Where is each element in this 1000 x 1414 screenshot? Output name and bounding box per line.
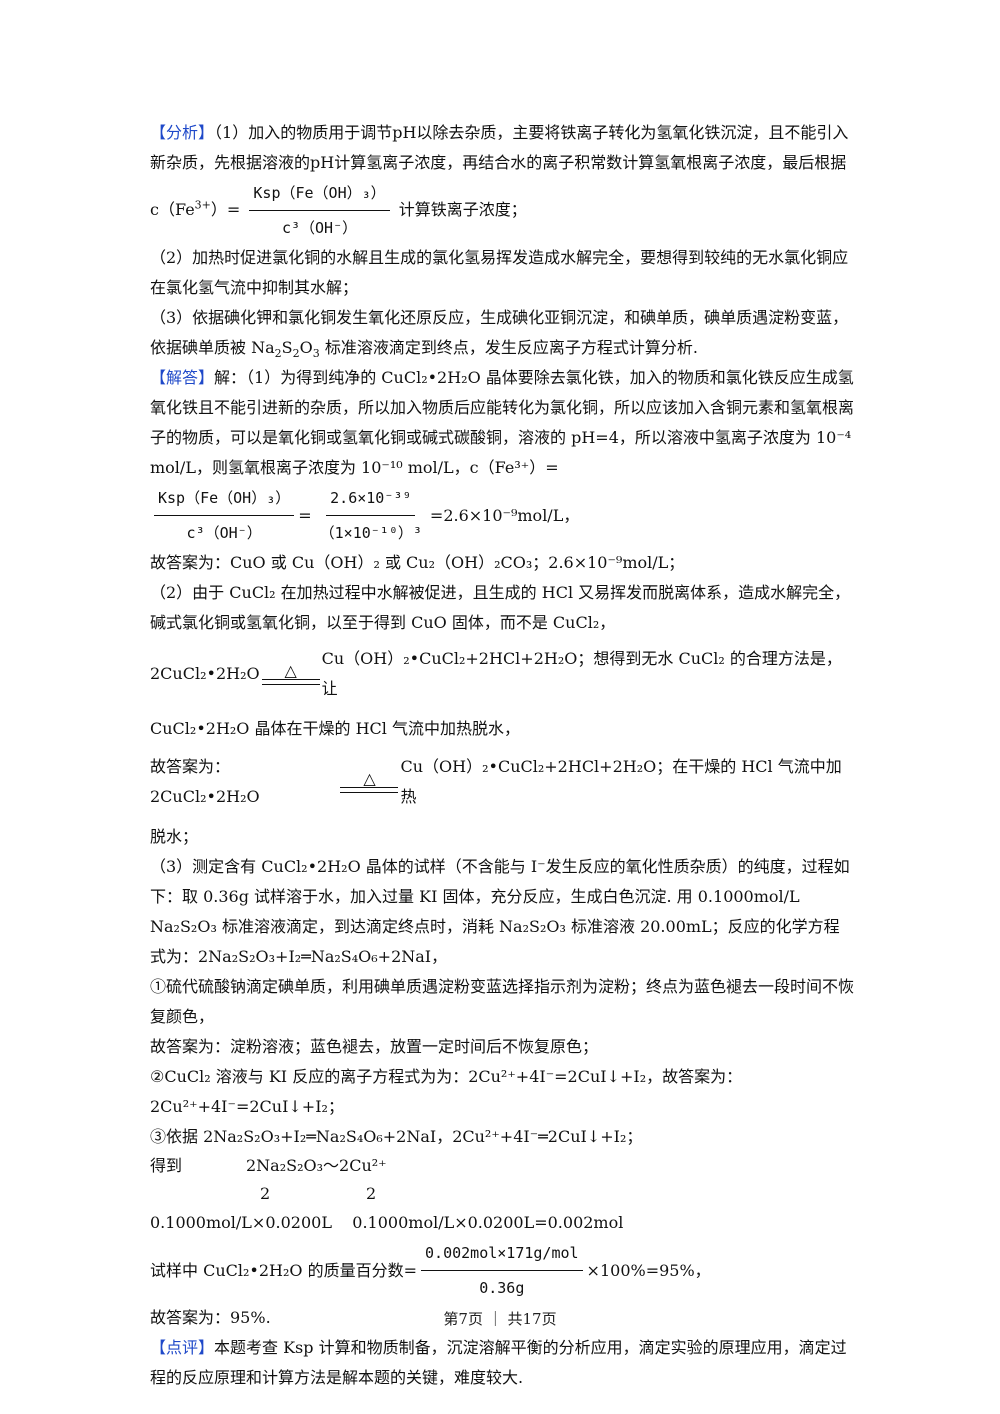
ksp-fraction-denominator: c³（OH⁻） (281, 219, 358, 237)
analysis-tag: 【分析】 (150, 123, 215, 142)
ksp-value-numerator: 2.6×10⁻³⁹ (326, 483, 416, 516)
analysis-text-3a: （3）依据碘化钾和氯化铜发生氧化还原反应，生成碘化亚铜沉淀，和碘单质，碘单质遇淀… (150, 308, 849, 357)
coefficient-a: 2 (260, 1184, 271, 1203)
answer-3-3: ③依据 2Na₂S₂O₃+I₂═Na₂S₄O₆+2NaI，2Cu²⁺+4I⁻═2… (150, 1127, 643, 1146)
hydrolysis-equation: 2CuCl₂•2H₂O △ Cu（OH）₂•CuCl₂+2HCl+2H₂O；想得… (150, 644, 855, 704)
ksp-value-fraction: 2.6×10⁻³⁹ （1×10⁻¹⁰）³ (316, 483, 426, 548)
page-footer: 第7页 ｜ 共17页 (443, 1310, 557, 1328)
ksp-fraction: Ksp（Fe（OH）₃） c³（OH⁻） (249, 178, 390, 243)
amount-calc-a: 0.1000mol/L×0.0200L (150, 1213, 332, 1232)
answer-3-1: ①硫代硫酸钠滴定碘单质，利用碘单质遇淀粉变蓝选择指示剂为淀粉；终点为蓝色褪去一段… (150, 977, 855, 1026)
answer-2-result-left: 故答案为：2CuCl₂•2H₂O (150, 757, 260, 806)
heating-arrow: △ (261, 661, 320, 685)
coefficient-b: 2 (366, 1184, 377, 1203)
ksp-formula-numerator: Ksp（Fe（OH）₃） (154, 483, 295, 516)
ksp-fraction-numerator: Ksp（Fe（OH）₃） (249, 178, 390, 211)
hydrolysis-equation-right: Cu（OH）₂•CuCl₂+2HCl+2H₂O；想得到无水 CuCl₂ 的合理方… (321, 649, 842, 698)
answer-2-result-right: Cu（OH）₂•CuCl₂+2HCl+2H₂O；在干燥的 HCl 气流中加热 (400, 757, 842, 806)
get-label: 得到 (150, 1156, 183, 1175)
analysis-text-1b: ）= (210, 200, 241, 219)
analysis-paragraph-1: 【分析】（1）加入的物质用于调节pH以除去杂质，主要将铁离子转化为氢氧化铁沉淀，… (150, 118, 855, 243)
answer-paragraph-2: （2）由于 CuCl₂ 在加热过程中水解被促进，且生成的 HCl 又易挥发而脱离… (150, 583, 851, 632)
ksp-formula-fraction: Ksp（Fe（OH）₃） c³（OH⁻） (154, 483, 295, 548)
mass-percent-denominator: 0.36g (479, 1279, 525, 1297)
answer-paragraph-3: （3）测定含有 CuCl₂•2H₂O 晶体的试样（不含能与 I⁻发生反应的氧化性… (150, 857, 850, 966)
hydrolysis-equation-left: 2CuCl₂•2H₂O (150, 664, 260, 683)
analysis-paragraph-3: （3）依据碘化钾和氯化铜发生氧化还原反应，生成碘化亚铜沉淀，和碘单质，碘单质遇淀… (150, 308, 849, 361)
answer-3-2-equation: 2Cu²⁺+4I⁻=2CuI↓+I₂； (150, 1097, 344, 1116)
comment-tag: 【点评】 (150, 1338, 215, 1357)
answer-2-result-continued: 脱水； (150, 827, 199, 846)
answer-2-continued: CuCl₂•2H₂O 晶体在干燥的 HCl 气流中加热脱水， (150, 719, 520, 738)
mass-percent-left: 试样中 CuCl₂•2H₂O 的质量百分数= (150, 1260, 418, 1280)
stoichiometry-table: 得到 2Na₂S₂O₃～2Cu²⁺ 2 2 (150, 1152, 855, 1208)
analysis-text-1c: 计算铁离子浓度； (398, 200, 527, 219)
mass-percent-right: ×100%=95%， (586, 1260, 711, 1280)
amount-calculation: 0.1000mol/L×0.0200L 0.1000mol/L×0.0200L=… (150, 1208, 855, 1238)
answer-paragraph-1: 【解答】解：（1）为得到纯净的 CuCl₂•2H₂O 晶体要除去氯化铁，加入的物… (150, 363, 855, 483)
fe-concentration-equation: Ksp（Fe（OH）₃） c³（OH⁻） = 2.6×10⁻³⁹ （1×10⁻¹… (150, 483, 855, 548)
answer-1-result: 故答案为：CuO 或 Cu（OH）₂ 或 Cu₂（OH）₂CO₃；2.6×10⁻… (150, 553, 685, 572)
answer-tag: 【解答】 (150, 368, 215, 387)
mass-percent-fraction: 0.002mol×171g/mol 0.36g (421, 1238, 583, 1303)
amount-calc-b: 0.1000mol/L×0.0200L=0.002mol (352, 1213, 624, 1232)
comment-paragraph: 【点评】本题考查 Ksp 计算和物质制备，沉淀溶解平衡的分析应用，滴定实验的原理… (150, 1333, 855, 1393)
answer-3-1-result: 故答案为：淀粉溶液；蓝色褪去，放置一定时间后不恢复原色； (150, 1037, 599, 1056)
document-body: 【分析】（1）加入的物质用于调节pH以除去杂质，主要将铁离子转化为氢氧化铁沉淀，… (150, 118, 855, 1393)
delta-icon: △ (284, 661, 297, 680)
ksp-value-denominator: （1×10⁻¹⁰）³ (319, 524, 422, 542)
answer-3-2: ②CuCl₂ 溶液与 KI 反应的离子方程式为为：2Cu²⁺+4I⁻=2CuI↓… (150, 1067, 743, 1086)
answer-text-1: 解：（1）为得到纯净的 CuCl₂•2H₂O 晶体要除去氯化铁，加入的物质和氯化… (150, 368, 855, 477)
fe-concentration-result: =2.6×10⁻⁹mol/L， (429, 505, 580, 525)
answer-3-3-result: 故答案为：95%. (150, 1308, 271, 1327)
mass-percent-numerator: 0.002mol×171g/mol (421, 1238, 583, 1271)
analysis-text-3b: 标准溶液滴定到终点，发生反应离子方程式计算分析. (324, 338, 698, 357)
heating-arrow-2: △ (340, 769, 399, 793)
ksp-formula-denominator: c³（OH⁻） (186, 524, 262, 542)
comment-text: 本题考查 Ksp 计算和物质制备，沉淀溶解平衡的分析应用，滴定实验的原理应用，滴… (150, 1338, 847, 1387)
analysis-paragraph-2: （2）加热时促进氯化铜的水解且生成的氯化氢易挥发造成水解完全，要想得到较纯的无水… (150, 248, 849, 297)
stoichiometric-relation: 2Na₂S₂O₃～2Cu²⁺ (246, 1156, 387, 1175)
answer-2-result: 故答案为：2CuCl₂•2H₂O △ Cu（OH）₂•CuCl₂+2HCl+2H… (150, 752, 855, 812)
mass-percent-equation: 试样中 CuCl₂•2H₂O 的质量百分数= 0.002mol×171g/mol… (150, 1238, 855, 1303)
analysis-text-1a: （1）加入的物质用于调节pH以除去杂质，主要将铁离子转化为氢氧化铁沉淀，且不能引… (150, 123, 849, 219)
delta-icon: △ (363, 769, 376, 788)
